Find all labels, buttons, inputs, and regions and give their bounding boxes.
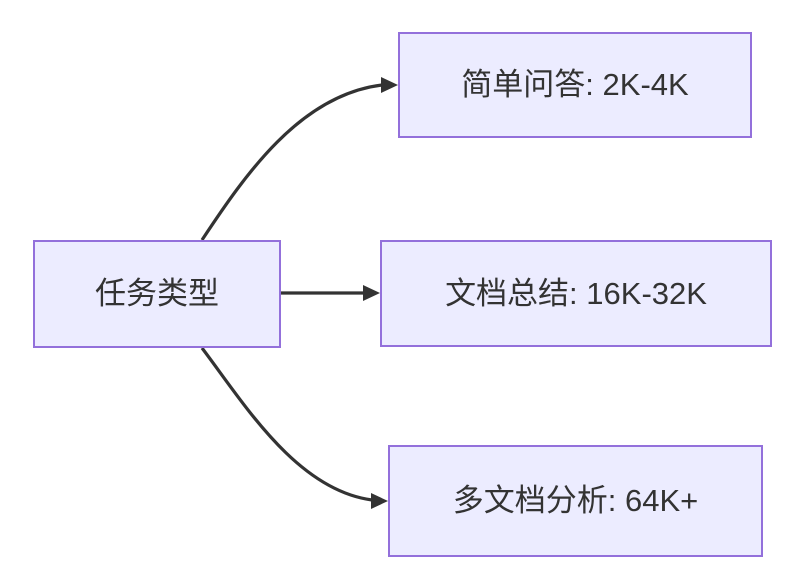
edge-task-type-to-simple-qa <box>200 77 398 241</box>
node-doc-summary: 文档总结: 16K-32K <box>380 240 772 347</box>
node-multi-doc: 多文档分析: 64K+ <box>388 445 763 557</box>
node-simple-qa-label: 简单问答: 2K-4K <box>461 67 689 103</box>
arrowhead-icon <box>371 493 388 509</box>
node-doc-summary-label: 文档总结: 16K-32K <box>445 275 707 311</box>
node-task-type: 任务类型 <box>33 240 281 348</box>
arrowhead-icon <box>363 285 380 301</box>
node-multi-doc-label: 多文档分析: 64K+ <box>452 483 699 519</box>
edge-task-type-to-doc-summary <box>281 285 380 301</box>
arrowhead-icon <box>381 77 398 93</box>
node-simple-qa: 简单问答: 2K-4K <box>398 32 752 138</box>
edge-task-type-to-multi-doc <box>200 347 388 509</box>
node-task-type-label: 任务类型 <box>95 276 219 312</box>
